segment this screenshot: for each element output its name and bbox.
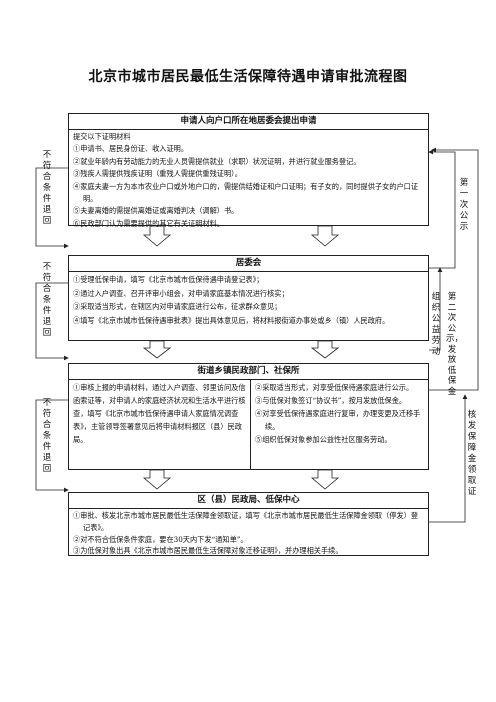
issue-cert-label: 核发保障金领取证 [467,410,477,497]
page-title: 北京市城市居民最低生活保障待遇申请审批流程图 [88,69,408,85]
step-box-neighborhood-committee: 居委会 ①受理低保申请，填写《北京市城市低保待遇申请登记表》； ②通过入户调查、… [68,255,429,341]
issue-cert-arrow [429,394,468,523]
step-header: 申请人向户口所在地居委会提出申请 [69,114,428,130]
down-arrow-2a [142,340,172,359]
down-arrow-3b [310,469,340,490]
organize-arrow [429,267,443,351]
return-label-3: 不符合条件退回 [42,398,52,474]
step-line: ⑤夫妻离婚的需提供离婚证或离婚判决（调解）书。 [73,206,239,216]
publicity2-arrow [429,147,479,391]
return-label-1: 不符合条件退回 [42,150,52,226]
return-arrow-1 [35,167,69,249]
publicity2-label: 第二次公示，发放低保金 [446,292,464,397]
down-arrow-2b [310,340,340,359]
step-line: ③采取适当形式，在辖区内对申请家庭进行公布，征求群众意见； [73,302,282,311]
step-line: ②对不符合低保条件家庭，要在30天内下发“通知单”。 [73,534,248,544]
down-arrow-3a [142,469,172,490]
down-arrow-1a [142,225,172,247]
step-content: ①审批、核发北京市城市居民最低生活保障金领取证，填写《北京市城市居民最低生活保障… [69,509,428,557]
organize-label: 组织公益劳动 [431,292,441,357]
step-header: 街道乡镇民政部门、社保所 [69,364,428,380]
step-line: ②就业年龄内有劳动能力的无业人员需提供就业（求职）状况证明，并进行就业服务登记。 [73,156,361,166]
step-content: 提交以下证明材料 ①申请书、居民身份证、收入证明。 ②就业年龄内有劳动能力的无业… [69,130,428,230]
street-office-left-column: ①审核上报的申请材料，通过入户调查、邻里访问及信函索证等，对申请人的家庭经济状况… [69,379,251,469]
step-line: ⑤组织低保对象参加公益性社区服务劳动。 [255,435,392,444]
publicity1-label: 第一次公示 [459,178,469,232]
step-header: 区（县）民政局、低保中心 [69,493,428,509]
down-arrow-1b [310,225,340,247]
step-line: ④家庭夫妻一方为本市农业户口或外地户口的，需提供结婚证和户口证明；有子女的，同时… [73,181,419,204]
step-box-district-bureau: 区（县）民政局、低保中心 ①审批、核发北京市城市居民最低生活保障金领取证，填写《… [68,492,429,556]
return-label-2: 不符合条件退回 [42,262,52,338]
street-office-right-column: ②采取适当形式，对享受低保待遇家庭进行公示。 ③与低保对象签订“协议书”，按月发… [251,379,428,469]
step-line: ④对享受低保待遇家庭进行复审，办理变更及迁移手续。 [255,409,421,431]
step-line: ②通过入户调查、召开评审小组会，对申请家庭基本情况进行核实； [73,288,289,298]
step-line: ⑥民政部门认为需要提供的其它有关证明材料。 [73,218,224,228]
step-line: ②采取适当形式，对享受低保待遇家庭进行公示。 [255,383,414,392]
publicity1-arrow [428,149,456,269]
return-arrow-3 [35,399,69,493]
step-content: ①受理低保申请，填写《北京市城市低保待遇申请登记表》； ②通过入户调查、召开评审… [69,272,428,327]
return-arrow-2 [35,282,69,361]
step-line: ③与低保对象签订“协议书”，按月发放低保金。 [255,396,407,405]
step-line: ①受理低保申请，填写《北京市城市低保待遇申请登记表》； [73,275,264,284]
step-line: 提交以下证明材料 [73,132,131,141]
step-line: ④填写《北京市城市低保待遇审批表》提出具体意见后，将材料报街道办事处或乡（镇）人… [73,315,390,325]
step-line: ③为低保对象出具《北京市城市居民最低生活保障对象迁移证明》，并办理相关手续。 [73,546,343,556]
step-line: ③残疾人需提供残疾证明（重残人需提供重残证明）。 [73,169,242,179]
step-box-application: 申请人向户口所在地居委会提出申请 提交以下证明材料 ①申请书、居民身份证、收入证… [68,113,429,228]
step-box-street-office: 街道乡镇民政部门、社保所 ①审核上报的申请材料，通过入户调查、邻里访问及信函索证… [68,363,429,470]
step-line: ①审批、核发北京市城市居民最低生活保障金领取证，填写《北京市城市居民最低生活保障… [73,511,419,532]
step-line: ①申请书、居民身份证、收入证明。 [73,144,189,154]
step-header: 居委会 [69,256,428,272]
